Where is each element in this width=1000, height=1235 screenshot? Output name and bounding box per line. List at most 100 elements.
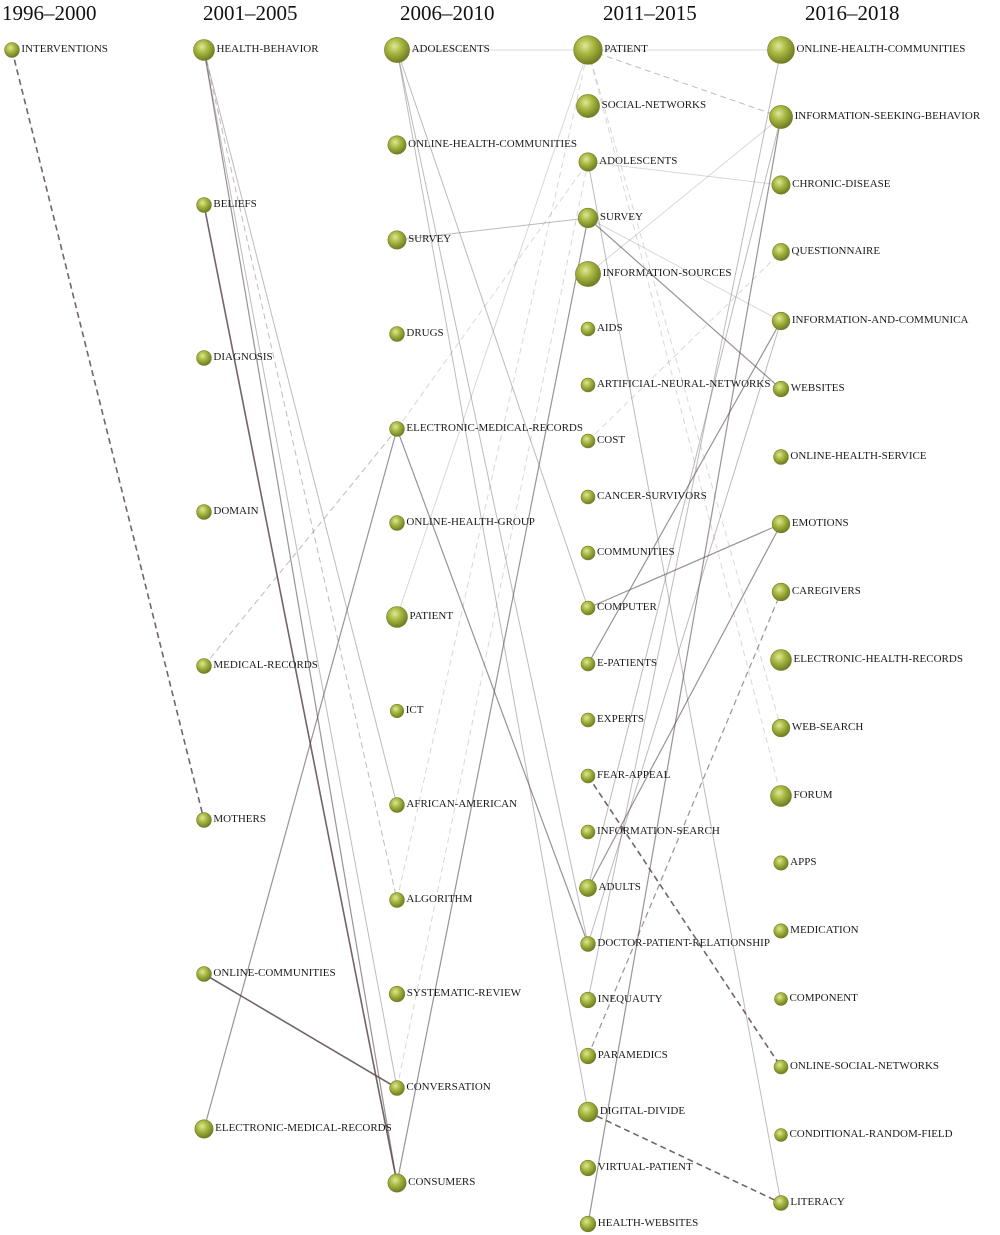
period-header: 1996–2000 [2, 1, 97, 25]
node-circle [580, 433, 596, 449]
node-circle [386, 606, 408, 628]
keyword-node: DOCTOR-PATIENT-RELATIONSHIP [580, 936, 770, 952]
link-line [587, 320, 782, 665]
keyword-node: INFORMATION-SEEKING-BEHAVIOR [769, 105, 981, 129]
keyword-node: CONDITIONAL-RANDOM-FIELD [774, 1128, 953, 1142]
node-circle [196, 658, 212, 674]
link-line [587, 116, 782, 275]
node-label: ELECTRONIC-MEDICAL-RECORDS [406, 422, 583, 434]
link-line [203, 49, 398, 901]
node-label: CAREGIVERS [792, 585, 861, 597]
node-label: HEALTH-BEHAVIOR [216, 43, 319, 55]
node-label: APPS [790, 856, 816, 868]
node-circle [579, 1159, 597, 1177]
node-circle [771, 311, 791, 331]
keyword-node: WEBSITES [772, 380, 845, 398]
link-line [587, 217, 782, 390]
node-label: MOTHERS [213, 813, 266, 825]
keyword-node: ONLINE-HEALTH-SERVICE [773, 449, 927, 465]
node-circle [773, 855, 789, 871]
link-line [396, 161, 589, 1089]
link-line [396, 217, 589, 1184]
keyword-node: ADOLESCENTS [384, 37, 490, 63]
keyword-node: SYSTEMATIC-REVIEW [388, 985, 522, 1003]
node-label: INFORMATION-SEEKING-BEHAVIOR [795, 110, 981, 122]
link-line [587, 49, 782, 118]
keyword-node: VIRTUAL-PATIENT [579, 1159, 693, 1177]
link-line [396, 49, 589, 945]
node-circle [772, 243, 790, 261]
node-label: CANCER-SURVIVORS [597, 490, 707, 502]
node-label: AIDS [597, 322, 623, 334]
node-label: ONLINE-SOCIAL-NETWORKS [790, 1060, 939, 1072]
link-line [396, 217, 589, 241]
keyword-node: ELECTRONIC-MEDICAL-RECORDS [389, 421, 583, 437]
node-label: PATIENT [604, 43, 648, 55]
keyword-node: SURVEY [387, 230, 451, 250]
node-label: ELECTRONIC-HEALTH-RECORDS [793, 653, 962, 665]
node-label: SOCIAL-NETWORKS [602, 99, 707, 111]
link-line [587, 161, 782, 1204]
node-circle [579, 879, 597, 897]
link-line [203, 204, 398, 1184]
link-line [396, 49, 589, 1113]
node-label: SYSTEMATIC-REVIEW [407, 987, 522, 999]
link-line [396, 49, 589, 609]
node-label: ADULTS [599, 881, 641, 893]
keyword-node: ONLINE-HEALTH-GROUP [389, 515, 535, 531]
keyword-node: CANCER-SURVIVORS [580, 489, 707, 505]
node-label: ADOLESCENTS [599, 155, 677, 167]
node-circle [773, 1195, 789, 1211]
keyword-node: ONLINE-SOCIAL-NETWORKS [773, 1059, 939, 1075]
keyword-node: E-PATIENTS [580, 656, 657, 672]
node-label: FEAR-APPEAL [597, 769, 671, 781]
node-label: SURVEY [600, 211, 643, 223]
keyword-node: CAREGIVERS [771, 582, 861, 602]
keyword-node: MEDICATION [773, 923, 859, 939]
node-circle [196, 812, 212, 828]
keyword-node: DIAGNOSIS [196, 350, 273, 366]
keyword-node: WEB-SEARCH [771, 718, 863, 738]
node-circle [389, 797, 405, 813]
keyword-node: CHRONIC-DISEASE [771, 175, 891, 195]
node-circle [579, 1047, 597, 1065]
keyword-node: COMMUNITIES [580, 545, 675, 561]
keyword-node: FEAR-APPEAL [580, 768, 671, 784]
keyword-node: COMPONENT [774, 992, 858, 1006]
keyword-node: INFORMATION-SOURCES [575, 261, 732, 287]
node-circle [4, 42, 20, 58]
keyword-node: HEALTH-BEHAVIOR [193, 39, 319, 61]
keyword-node: BELIEFS [196, 197, 257, 213]
node-circle [774, 992, 788, 1006]
node-label: ONLINE-COMMUNITIES [213, 967, 335, 979]
node-label: PARAMEDICS [598, 1049, 668, 1061]
node-circle [580, 377, 596, 393]
link-line [587, 775, 782, 1068]
keyword-node: PATIENT [386, 606, 453, 628]
node-circle [577, 207, 599, 229]
node-circle [580, 768, 596, 784]
link-line [587, 49, 782, 797]
keyword-node: QUESTIONNAIRE [772, 243, 880, 261]
link-line [396, 428, 589, 945]
node-label: E-PATIENTS [597, 657, 657, 669]
node-label: BELIEFS [213, 198, 256, 210]
node-circle [573, 35, 603, 65]
node-label: WEBSITES [791, 382, 845, 394]
node-label: CONSUMERS [408, 1176, 475, 1188]
node-circle [389, 1080, 405, 1096]
node-circle [389, 703, 405, 719]
node-label: DOMAIN [213, 505, 258, 517]
node-label: ONLINE-HEALTH-COMMUNITIES [408, 138, 577, 150]
node-circle [196, 197, 212, 213]
node-circle [770, 649, 792, 671]
keyword-node: ONLINE-HEALTH-COMMUNITIES [767, 36, 965, 64]
keyword-node: ARTIFICIAL-NEURAL-NETWORKS [580, 377, 770, 393]
node-circle [196, 350, 212, 366]
link-line [587, 49, 782, 729]
keyword-node: COMPUTER [580, 600, 658, 616]
node-label: CONDITIONAL-RANDOM-FIELD [789, 1128, 952, 1140]
node-label: PATIENT [409, 610, 453, 622]
node-label: INFORMATION-AND-COMMUNICA [792, 314, 969, 326]
node-circle [579, 991, 597, 1009]
